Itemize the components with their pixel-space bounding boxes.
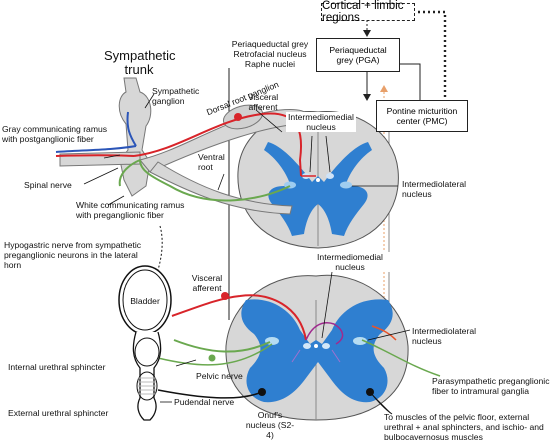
sympathetic-ganglion-label: Sympathetic ganglion xyxy=(152,86,200,106)
brainstem-item: Periaqueductal grey xyxy=(231,39,309,49)
onuf-nucleus-label: Onuf's nucleus (S2-4) xyxy=(245,410,295,440)
intermediolateral-upper-label: Intermediolateral nucleus xyxy=(402,179,467,199)
visceral-afferent-upper-label: Visceral afferent xyxy=(247,92,279,112)
external-sphincter-label: External urethral sphincter xyxy=(8,408,109,418)
pag-box: Periaqueductal grey (PGA) xyxy=(316,38,400,72)
sympathetic-trunk-art xyxy=(55,77,316,215)
hypogastric-nerve-label: Hypogastric nerve from sympathetic prega… xyxy=(4,240,142,270)
parasympathetic-fiber-label: Parasympathetic preganglionic fiber to i… xyxy=(432,376,550,396)
bladder-urethra xyxy=(118,265,172,421)
lower-pathways xyxy=(157,225,441,415)
intermediomedial-upper-label: Intermediomedial nucleus xyxy=(286,112,356,132)
white-ramus-label: White communicating ramus with pregangli… xyxy=(76,200,185,220)
spinal-nerve-label: Spinal nerve xyxy=(24,180,72,190)
visceral-afferent-lower-label: Visceral afferent xyxy=(191,273,223,293)
pmc-label: Pontine micturition center (PMC) xyxy=(386,106,458,126)
pelvic-nerve-label: Pelvic nerve xyxy=(196,371,243,381)
sympathetic-trunk-label: Sympathetic trunk xyxy=(104,48,176,77)
pudendal-nerve-label: Pudendal nerve xyxy=(174,397,235,407)
lower-spinal-cord xyxy=(225,274,409,421)
internal-sphincter-label: Internal urethral sphincter xyxy=(8,362,106,372)
brainstem-nuclei-list: Periaqueductal grey Retrofacial nucleus … xyxy=(228,39,312,69)
pag-label: Periaqueductal grey (PGA) xyxy=(329,45,387,65)
brainstem-item: Raphe nuclei xyxy=(244,59,296,69)
gray-ramus-label: Gray communicating ramus with postgangli… xyxy=(2,124,108,144)
brainstem-item: Retrofacial nucleus xyxy=(233,49,307,59)
bladder-label: Bladder xyxy=(130,296,160,306)
intermediomedial-lower-label: Intermediomedial nucleus xyxy=(310,252,390,272)
intermediolateral-lower-label: Intermediolateral nucleus xyxy=(412,326,477,346)
cortical-limbic-box: Cortical + limbic regions xyxy=(321,0,415,24)
ventral-root-label: Ventral root xyxy=(198,152,225,172)
leader-lines xyxy=(83,93,411,403)
pelvic-floor-muscles-label: To muscles of the pelvic floor, external… xyxy=(384,412,544,442)
cortical-limbic-label: Cortical + limbic regions xyxy=(322,0,404,24)
upper-spinal-cord xyxy=(237,111,399,249)
pmc-box: Pontine micturition center (PMC) xyxy=(376,100,468,132)
